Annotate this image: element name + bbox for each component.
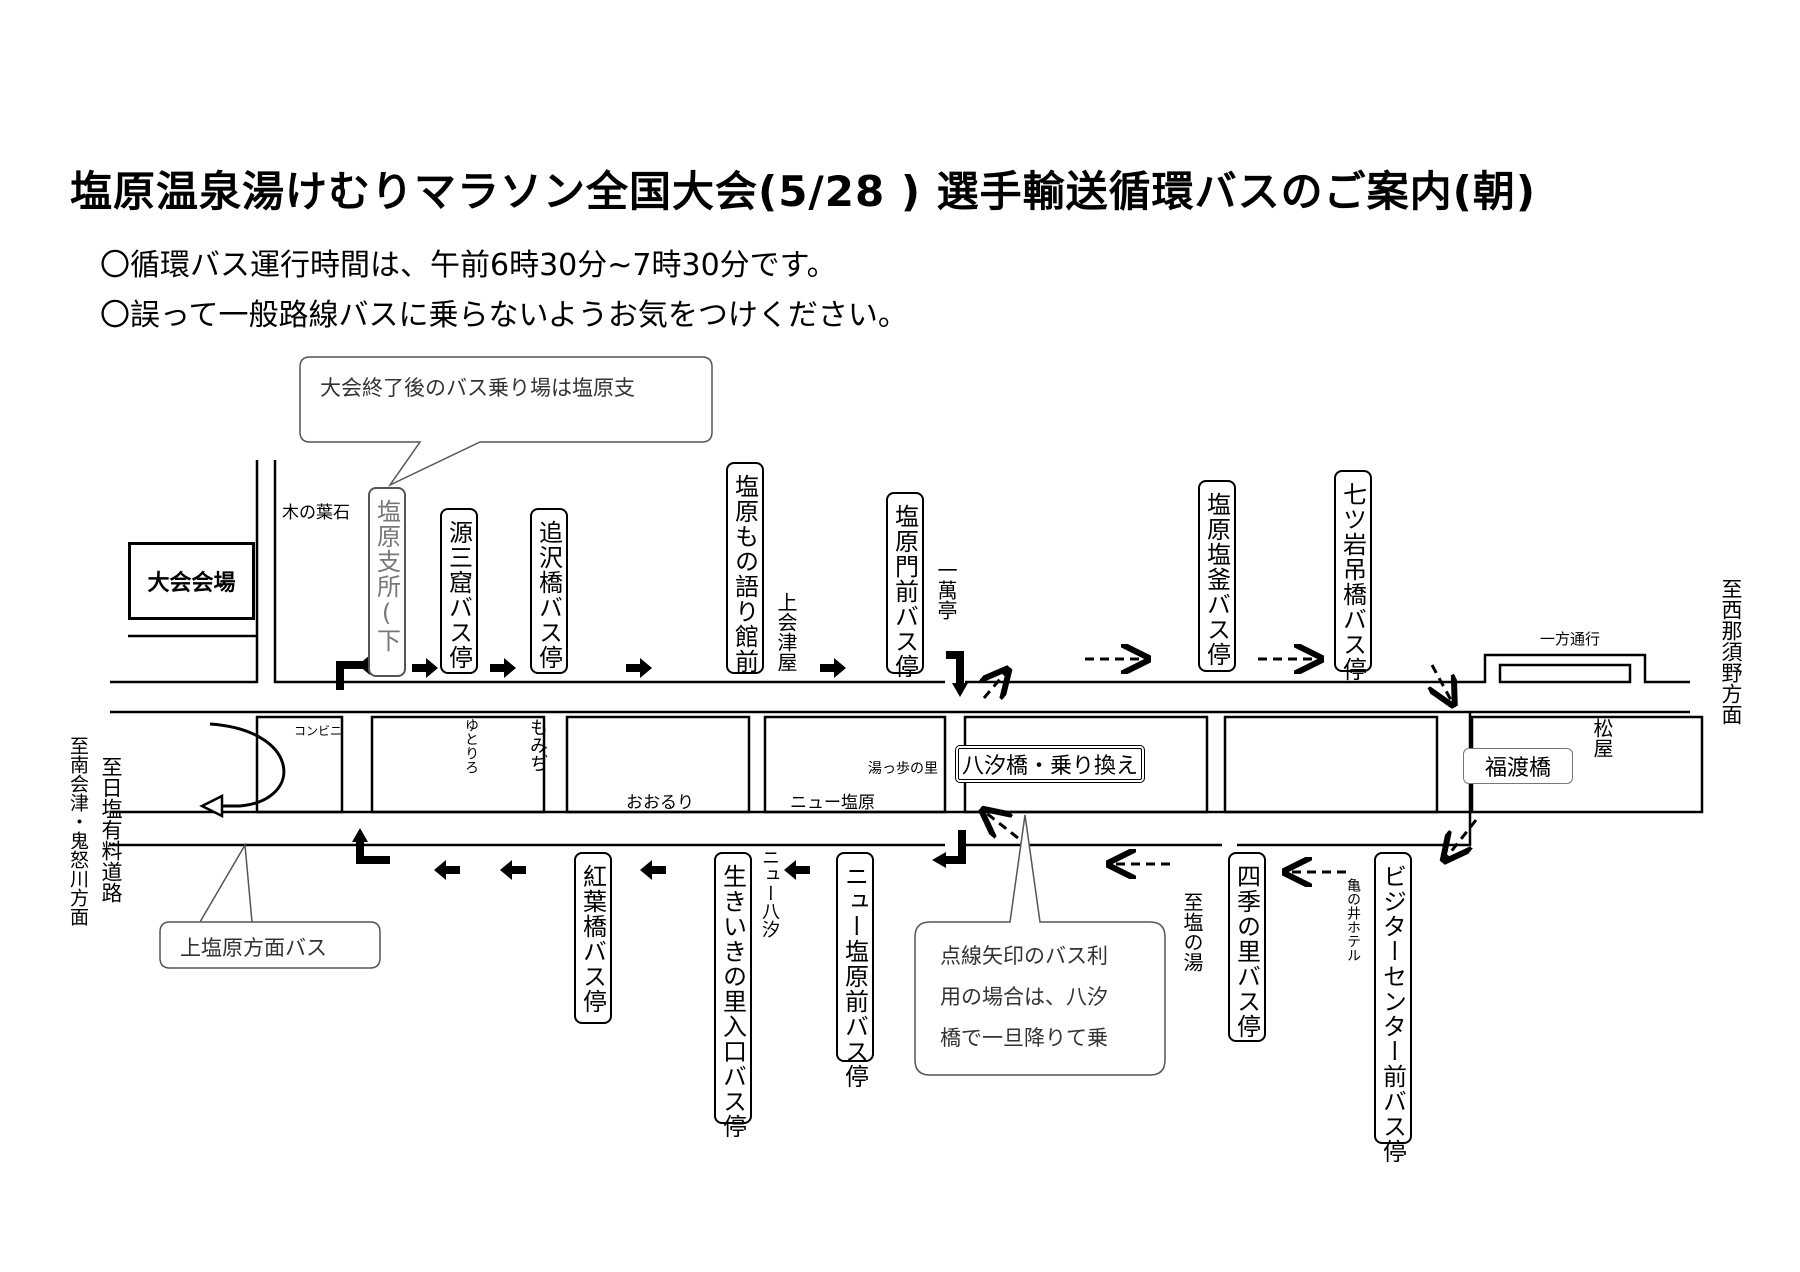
place-newyashio: ニュー八汐	[759, 848, 780, 938]
place-ichiman: 一萬亭	[934, 560, 958, 620]
arrow-e-1	[412, 658, 438, 678]
callout-dotted-3: 橋で一旦降りて乗	[940, 1026, 1108, 1050]
u-turn-arrow	[209, 722, 286, 808]
stop-nanatsuiwa: 七ツ岩吊橋バス停	[1334, 470, 1372, 682]
arrow-w-4	[784, 860, 810, 880]
direction-minami: 至南会津・鬼怒川方面	[67, 736, 89, 926]
fukuwatari-box: 福渡橋	[1463, 748, 1573, 784]
venue-box: 大会会場	[128, 542, 255, 620]
venue-label: 大会会場	[147, 571, 236, 596]
place-momiji: もみぢ	[527, 718, 548, 772]
page-title: 塩原温泉湯けむりマラソン全国大会(5/28 ) 選手輸送循環バスのご案内(朝)	[70, 167, 1537, 216]
dashed-arrow-5	[1446, 819, 1478, 858]
road-north-top-right	[965, 653, 1690, 684]
transfer-box: 八汐橋・乗り換え	[955, 745, 1145, 783]
place-newshiobara: ニュー塩原	[790, 793, 875, 813]
place-konoha: 木の葉石	[282, 503, 350, 523]
stop-oizawabashi: 追沢橋バス停	[530, 508, 568, 674]
arrow-w-2	[500, 860, 526, 880]
arrow-e-4	[820, 658, 846, 678]
place-yutorino: ゆとりろ	[463, 718, 479, 774]
arrow-w-1	[640, 860, 666, 880]
arrow-e-3	[626, 658, 652, 678]
stop-monogatari: 塩原もの語り館前	[726, 462, 764, 674]
stop-monzen: 塩原門前バス停	[886, 492, 924, 679]
stop-momijibashi: 紅葉橋バス停	[574, 852, 612, 1024]
stop-newshiobara: ニュー塩原前バス停	[836, 852, 874, 1089]
direction-west: 至西那須野方面	[1719, 578, 1743, 725]
place-shionoyu: 至塩の湯	[1180, 892, 1204, 972]
place-ooruri: おおるり	[626, 793, 694, 813]
arrow-w-3	[434, 860, 460, 880]
oneway-marker	[1498, 663, 1632, 684]
block-3	[763, 715, 947, 814]
road-north-top	[110, 460, 945, 684]
turn-arrow-ne	[946, 651, 964, 685]
block-1	[370, 715, 546, 814]
place-matsuya: 松屋	[1590, 718, 1614, 758]
place-kamiaizu: 上会津屋	[774, 592, 798, 672]
turn-arrow-se	[946, 830, 966, 864]
stop-shikinosato: 四季の里バス停	[1228, 852, 1266, 1042]
transfer-label: 八汐橋・乗り換え	[961, 754, 1138, 779]
callout-pickup: 大会終了後のバス乗り場は塩原支	[320, 376, 635, 400]
arrow-e-2	[490, 658, 516, 678]
dashed-arrow-4	[1432, 664, 1452, 702]
dashed-arrow-3	[984, 672, 1006, 698]
stop-shiogama: 塩原塩釜バス停	[1198, 480, 1236, 672]
callout-kamishiobara: 上塩原方面バス	[180, 936, 327, 960]
note-warning: 〇誤って一般路線バスに乗らないようお気をつけください。	[100, 298, 908, 333]
block-konbini	[255, 715, 344, 814]
callout-dotted-1: 点線矢印のバス利	[940, 944, 1108, 968]
block-2	[565, 715, 751, 814]
note-schedule: 〇循環バス運行時間は、午前6時30分~7時30分です。	[100, 248, 837, 283]
stop-ikiiki: 生きいきの里入口バス停	[714, 852, 752, 1139]
stop-genzankutsu: 源三窟バス停	[440, 508, 478, 674]
block-5	[1223, 715, 1439, 814]
turn-arrow-sw	[356, 840, 390, 864]
callout-bubble-dotted	[914, 814, 1166, 1076]
callout-bubble-kamishiobara	[159, 842, 381, 969]
fukuwatari-label: 福渡橋	[1484, 756, 1551, 781]
stop-shisho: 塩原支所(下	[368, 487, 406, 677]
stop-visitor-center: ビジターセンター前バス停	[1374, 852, 1412, 1164]
callout-dotted-2: 用の場合は、八汐	[940, 985, 1108, 1009]
place-yuppo: 湯っ歩の里	[868, 761, 938, 777]
place-konbini: コンビニ	[294, 724, 343, 738]
place-kamenoi: 亀の井ホテル	[1345, 878, 1361, 962]
callout-bubble-pickup	[299, 356, 713, 487]
dashed-arrow-8	[985, 812, 1019, 840]
place-oneway: 一方通行	[1540, 630, 1601, 648]
turn-arrow-nw	[336, 661, 366, 690]
direction-nikko: 至日塩有料道路	[99, 756, 123, 903]
